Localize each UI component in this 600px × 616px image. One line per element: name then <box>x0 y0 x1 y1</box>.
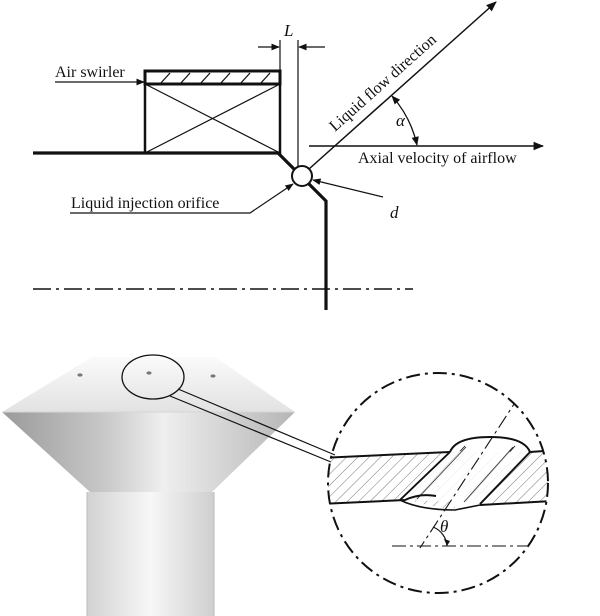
injection-orifice-circle <box>291 165 313 187</box>
nozzle-3d-render <box>2 354 336 616</box>
alpha-label: α <box>396 111 406 130</box>
liquid-flow-direction-arrow <box>308 1 497 170</box>
detail-callout-ellipse <box>121 354 185 400</box>
diameter-d-leader <box>312 178 384 198</box>
length-L-dimension <box>258 40 325 166</box>
diameter-d-label: d <box>390 203 399 222</box>
orifice-label: Liquid injection orifice <box>71 195 219 212</box>
alpha-angle-arc <box>391 95 419 146</box>
air-swirler-body <box>143 69 282 155</box>
theta-label: θ <box>440 517 448 536</box>
orifice-leader <box>70 183 294 214</box>
axial-velocity-label: Axial velocity of airflow <box>358 150 517 167</box>
schematic-top: L Liquid flow direction Axial velocity o… <box>33 1 545 310</box>
zoomed-detail: θ <box>327 372 549 594</box>
nozzle-wall-contour <box>33 151 328 310</box>
nozzle-cap <box>2 357 295 412</box>
liquid-flow-direction-label: Liquid flow direction <box>326 31 439 135</box>
nozzle-stem <box>87 492 214 616</box>
zoom-circle-boundary <box>327 372 549 594</box>
air-swirler-label: Air swirler <box>55 64 125 81</box>
nozzle-cone <box>2 412 295 492</box>
length-L-label: L <box>283 21 293 40</box>
